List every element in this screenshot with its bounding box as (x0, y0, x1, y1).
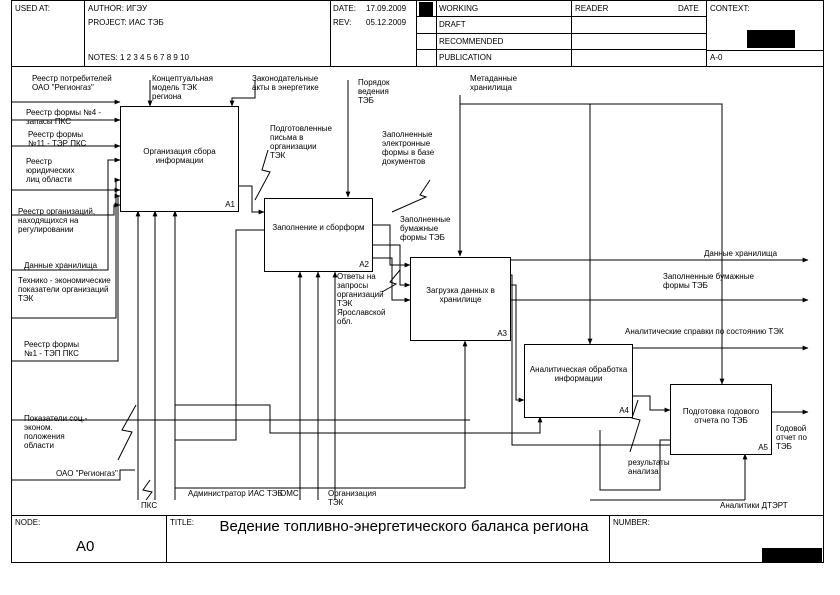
reader-date-label: DATE (678, 4, 699, 13)
activity-title: Аналитическая обработка информации (529, 365, 628, 383)
arrow-label: Подготовленные письма в организации ТЭК (270, 124, 332, 160)
activity-title: Подготовка годового отчета по ТЭБ (682, 407, 760, 425)
mechanism-label: ОМС (280, 489, 299, 498)
context-label: CONTEXT: (710, 4, 750, 13)
input-label: Данные хранилища (24, 261, 98, 270)
input-label: Реестр организаций, находящихся на регул… (18, 207, 96, 234)
control-label: Законодательные акты в энергетике (252, 74, 319, 92)
activity-number: A3 (497, 329, 507, 338)
activity-box-a1[interactable]: Организация сбора информации A1 (120, 106, 239, 212)
status-working: WORKING (439, 4, 479, 13)
output-label: Аналитические справки по состоянию ТЭК (625, 327, 784, 336)
activity-number: A1 (225, 200, 235, 209)
notes-field: NOTES: 1 2 3 4 5 6 7 8 9 10 (88, 53, 189, 62)
status-draft: DRAFT (439, 20, 466, 29)
node-value: A0 (76, 538, 95, 555)
control-label: Концептуальная модель ТЭК региона (152, 74, 213, 101)
reader-label: READER (575, 4, 609, 13)
activity-box-a4[interactable]: Аналитическая обработка информации A4 (524, 344, 633, 418)
activity-title: Заполнение и сборформ (272, 223, 365, 232)
activity-title: Организация сбора информации (143, 147, 216, 165)
node-label: NODE: (15, 518, 41, 527)
arrow-label: Ответы на запросы организаций ТЭК Яросла… (337, 272, 386, 326)
activity-number: A4 (619, 406, 629, 415)
status-publication: PUBLICATION (439, 53, 492, 62)
input-label: Реестр потребителей ОАО "Регионгаз" (32, 74, 112, 92)
project-field: PROJECT: ИАС ТЭБ (88, 18, 164, 27)
mechanism-label: Администратор ИАС ТЭБ (188, 489, 283, 498)
activity-box-a5[interactable]: Подготовка годового отчета по ТЭБ A5 (670, 384, 772, 455)
input-label: Технико - экономические показатели орган… (18, 276, 111, 303)
activity-title: Загрузка данных в хранилище (426, 286, 495, 304)
number-label: NUMBER: (613, 518, 650, 527)
arrow-label: Заполненные электронные формы в базе док… (382, 130, 435, 166)
mechanism-label: Организация ТЭК (328, 489, 377, 507)
output-label: Заполненные бумажные формы ТЭБ (663, 272, 754, 290)
author-field: AUTHOR: ИГЭУ (88, 4, 148, 13)
input-label: Реестр формы №1 - ТЭП ПКС (24, 340, 79, 358)
date-label: DATE: (333, 4, 356, 13)
input-label: ОАО "Регионгаз" (56, 469, 118, 478)
arrow-label: Заполненные бумажные формы ТЭБ (400, 215, 451, 242)
rev-value: 05.12.2009 (366, 18, 407, 27)
output-label: Данные хранилища (704, 249, 778, 258)
rev-label: REV: (333, 18, 352, 27)
activity-number: A2 (359, 260, 369, 269)
activity-box-a2[interactable]: Заполнение и сборформ A2 (264, 198, 373, 272)
date-value: 17.09.2009 (366, 4, 407, 13)
arrow-label: результаты анализа (628, 458, 670, 476)
output-label: Годовой отчет по ТЭБ (776, 424, 807, 451)
diagram-title: Ведение топливно-энергетического баланса… (219, 518, 589, 535)
activity-box-a3[interactable]: Загрузка данных в хранилище A3 (410, 257, 511, 341)
input-label: Реестр юридических лиц области (26, 157, 75, 184)
mechanism-label: Аналитики ДТЭРТ (720, 501, 788, 510)
used-at-label: USED AT: (15, 4, 50, 13)
mechanism-label: ПКС (141, 501, 158, 510)
activity-number: A5 (758, 443, 768, 452)
control-label: Порядок ведения ТЭБ (358, 78, 390, 105)
control-label: Метаданные хранилища (470, 74, 518, 92)
input-label: Реестр формы №11 - ТЭР ПКС (28, 130, 87, 148)
input-label: Показатели соц.-эконом. положения област… (24, 414, 88, 450)
input-label: Реестр формы №4 - запасы ПКС (26, 108, 102, 126)
title-label: TITLE: (170, 518, 195, 527)
status-recommended: RECOMMENDED (439, 37, 504, 46)
context-node: A-0 (710, 53, 723, 62)
